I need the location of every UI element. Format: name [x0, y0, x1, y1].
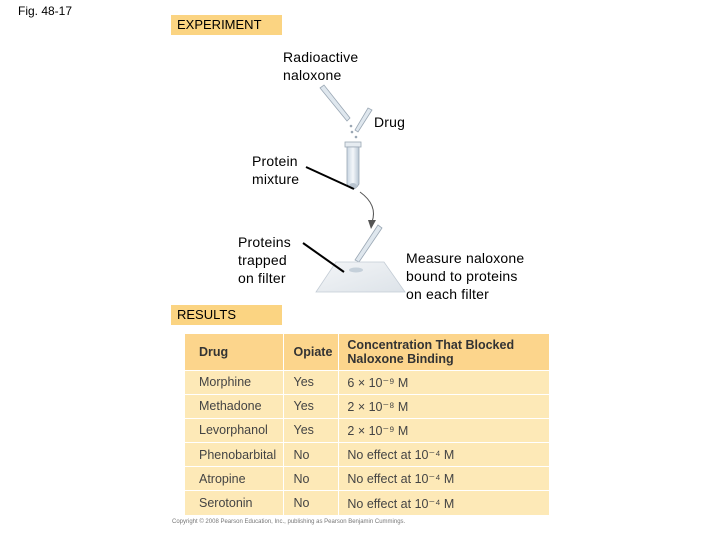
curved-arrow-icon	[359, 191, 376, 229]
cell-opiate: Yes	[283, 369, 340, 395]
table-row: Atropine No No effect at 10⁻⁴ M	[185, 466, 549, 491]
pointer-proteins-trapped	[302, 242, 345, 273]
pipette-radioactive-icon	[319, 84, 354, 134]
cell-concentration: 2 × 10⁻⁸ M	[338, 393, 549, 419]
cell-drug: Methadone	[185, 393, 284, 419]
cell-opiate: No	[283, 490, 340, 516]
cell-concentration: 6 × 10⁻⁹ M	[338, 369, 549, 395]
cell-drug: Levorphanol	[185, 417, 284, 443]
table-row: Phenobarbital No No effect at 10⁻⁴ M	[185, 442, 549, 467]
cell-concentration: 2 × 10⁻⁹ M	[338, 417, 549, 443]
cell-concentration: No effect at 10⁻⁴ M	[338, 466, 549, 491]
label-protein-mixture: Protein mixture	[252, 153, 300, 187]
pipette-drug-icon	[354, 107, 373, 139]
cell-concentration: No effect at 10⁻⁴ M	[338, 442, 549, 467]
header-drug: Drug	[185, 334, 284, 370]
table-row: Levorphanol Yes 2 × 10⁻⁹ M	[185, 417, 549, 443]
copyright-notice: Copyright © 2008 Pearson Education, Inc.…	[172, 519, 406, 525]
table-header-row: Drug Opiate Concentration That Blocked N…	[185, 334, 549, 370]
pipette-filter-icon	[354, 224, 383, 263]
results-banner: RESULTS	[171, 305, 282, 325]
table-row: Morphine Yes 6 × 10⁻⁹ M	[185, 369, 549, 395]
cell-opiate: Yes	[283, 417, 340, 443]
cell-opiate: Yes	[283, 393, 340, 419]
experiment-banner: EXPERIMENT	[171, 15, 282, 35]
cell-opiate: No	[283, 442, 340, 467]
cell-concentration: No effect at 10⁻⁴ M	[338, 490, 549, 516]
label-radioactive-naloxone: Radioactive naloxone	[283, 49, 359, 83]
cell-drug: Phenobarbital	[185, 442, 284, 467]
label-measure-naloxone: Measure naloxone bound to proteins on ea…	[406, 250, 525, 302]
table-row: Methadone Yes 2 × 10⁻⁸ M	[185, 393, 549, 419]
pointer-protein-mixture	[305, 166, 355, 190]
figure-label: Fig. 48-17	[18, 4, 73, 18]
filter-icon	[315, 261, 406, 293]
label-proteins-trapped: Proteins trapped on filter	[238, 234, 291, 286]
cell-drug: Morphine	[185, 369, 284, 395]
header-concentration: Concentration That Blocked Naloxone Bind…	[338, 334, 549, 370]
cell-drug: Atropine	[185, 466, 284, 491]
cell-opiate: No	[283, 466, 340, 491]
test-tube-icon	[344, 141, 362, 190]
cell-drug: Serotonin	[185, 490, 284, 516]
table-row: Serotonin No No effect at 10⁻⁴ M	[185, 490, 549, 516]
label-drug: Drug	[374, 114, 406, 130]
results-table: Drug Opiate Concentration That Blocked N…	[185, 334, 549, 516]
header-opiate: Opiate	[283, 334, 340, 370]
